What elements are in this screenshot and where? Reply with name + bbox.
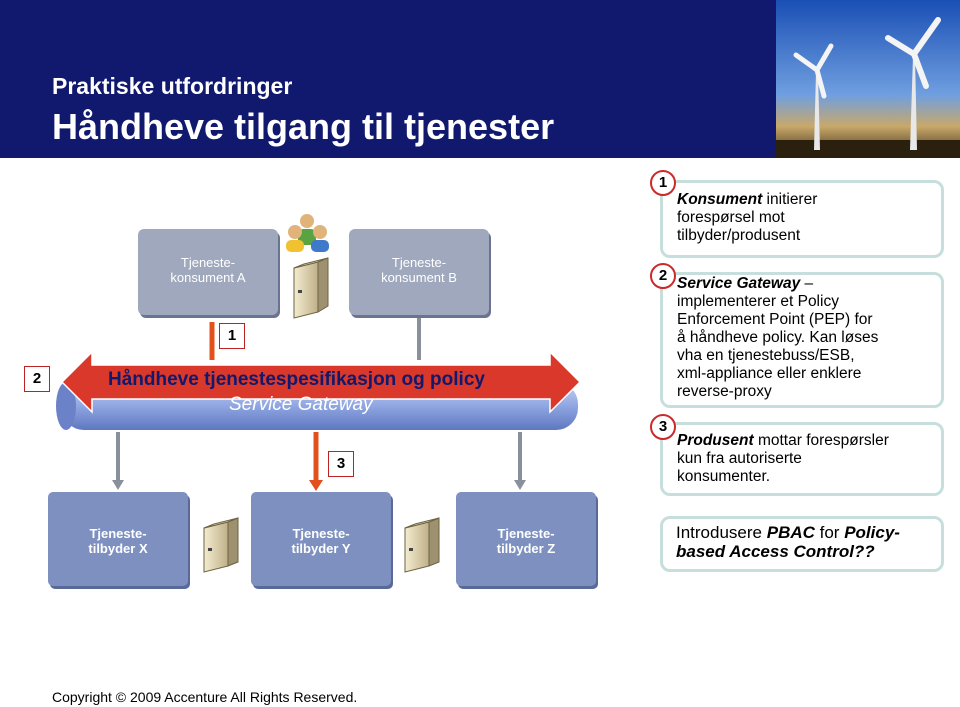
note-4-part-c: for [814, 523, 845, 542]
provider-z-line1: Tjeneste- [497, 526, 555, 541]
note-3-line2: kun fra autoriserte [677, 450, 802, 467]
gateway-title: Håndheve tjenestespesifikasjon og policy [108, 369, 485, 390]
note-3-bold: Produsent [677, 432, 754, 449]
note-3-box [660, 422, 944, 496]
note-2-line2: Enforcement Point (PEP) for [677, 311, 873, 328]
diagram-badge-1: 1 [219, 323, 245, 349]
diagram-badge-3: 3 [328, 451, 354, 477]
users-icon [286, 214, 329, 252]
provider-down-arrows [112, 432, 526, 491]
wind-turbine-image [776, 0, 960, 158]
provider-z-line2: tilbyder Z [496, 541, 556, 556]
consumer-b-line2: konsument B [381, 270, 457, 285]
server-icon [293, 257, 329, 319]
note-2-text: Service Gateway – implementerer et Polic… [677, 275, 878, 401]
note-2-badge: 2 [650, 263, 676, 289]
note-3-badge: 3 [650, 414, 676, 440]
note-2-line3: å håndheve policy. Kan løses [677, 329, 879, 346]
note-2-line6: reverse-proxy [677, 383, 772, 400]
diagram-badge-2: 2 [24, 366, 50, 392]
note-2-line4: vha en tjenestebuss/ESB, [677, 347, 855, 364]
note-2-bold: Service Gateway [677, 275, 801, 292]
provider-y-line1: Tjeneste- [292, 526, 350, 541]
note-1-line2: forespørsel mot [677, 209, 785, 226]
page-title: Håndheve tilgang til tjenester [52, 106, 555, 147]
note-4-part-d: Policy- [844, 523, 900, 542]
consumer-a-line1: Tjeneste- [180, 255, 236, 270]
consumer-b-line1: Tjeneste- [391, 255, 447, 270]
note-1-line3: tilbyder/produsent [677, 227, 801, 244]
note-1-line1: initierer [762, 191, 818, 208]
note-4-line2: based Access Control?? [676, 542, 875, 561]
note-1-box [660, 180, 944, 258]
gateway-arrow [60, 350, 582, 414]
note-4-box [660, 516, 944, 572]
note-4-part-b: PBAC [766, 523, 815, 542]
note-2-dash: – [800, 275, 814, 292]
provider-x-box: Tjeneste- tilbyder X [48, 492, 188, 586]
server-icon [203, 517, 239, 573]
note-1-bold: Konsument [677, 191, 763, 208]
server-icon [404, 517, 440, 573]
note-3-line1: mottar forespørsler [753, 432, 889, 449]
note-1-text: Konsument initierer forespørsel mot tilb… [677, 191, 817, 245]
note-2-line1: implementerer et Policy [677, 293, 839, 310]
note-3-text: Produsent mottar forespørsler kun fra au… [677, 432, 889, 486]
provider-y-line2: tilbyder Y [291, 541, 351, 556]
consumer-a-box: Tjeneste- konsument A [138, 229, 278, 315]
copyright-text: Copyright © 2009 Accenture All Rights Re… [52, 689, 358, 705]
note-1-badge: 1 [650, 170, 676, 196]
provider-y-box: Tjeneste- tilbyder Y [251, 492, 391, 586]
note-4-part-a: Introdusere [676, 523, 767, 542]
provider-x-line2: tilbyder X [88, 541, 148, 556]
provider-z-box: Tjeneste- tilbyder Z [456, 492, 596, 586]
provider-x-line1: Tjeneste- [89, 526, 147, 541]
gateway-subtitle: Service Gateway [229, 394, 373, 415]
note-3-line3: konsumenter. [677, 468, 771, 485]
note-4-text: Introdusere PBAC for Policy- based Acces… [676, 523, 900, 561]
note-2-box [660, 272, 944, 408]
note-2-line5: xml-appliance eller enklere [677, 365, 862, 382]
consumer-a-line2: konsument A [170, 270, 246, 285]
consumer-b-box: Tjeneste- konsument B [349, 229, 489, 315]
page-subtitle: Praktiske utfordringer [52, 73, 293, 99]
